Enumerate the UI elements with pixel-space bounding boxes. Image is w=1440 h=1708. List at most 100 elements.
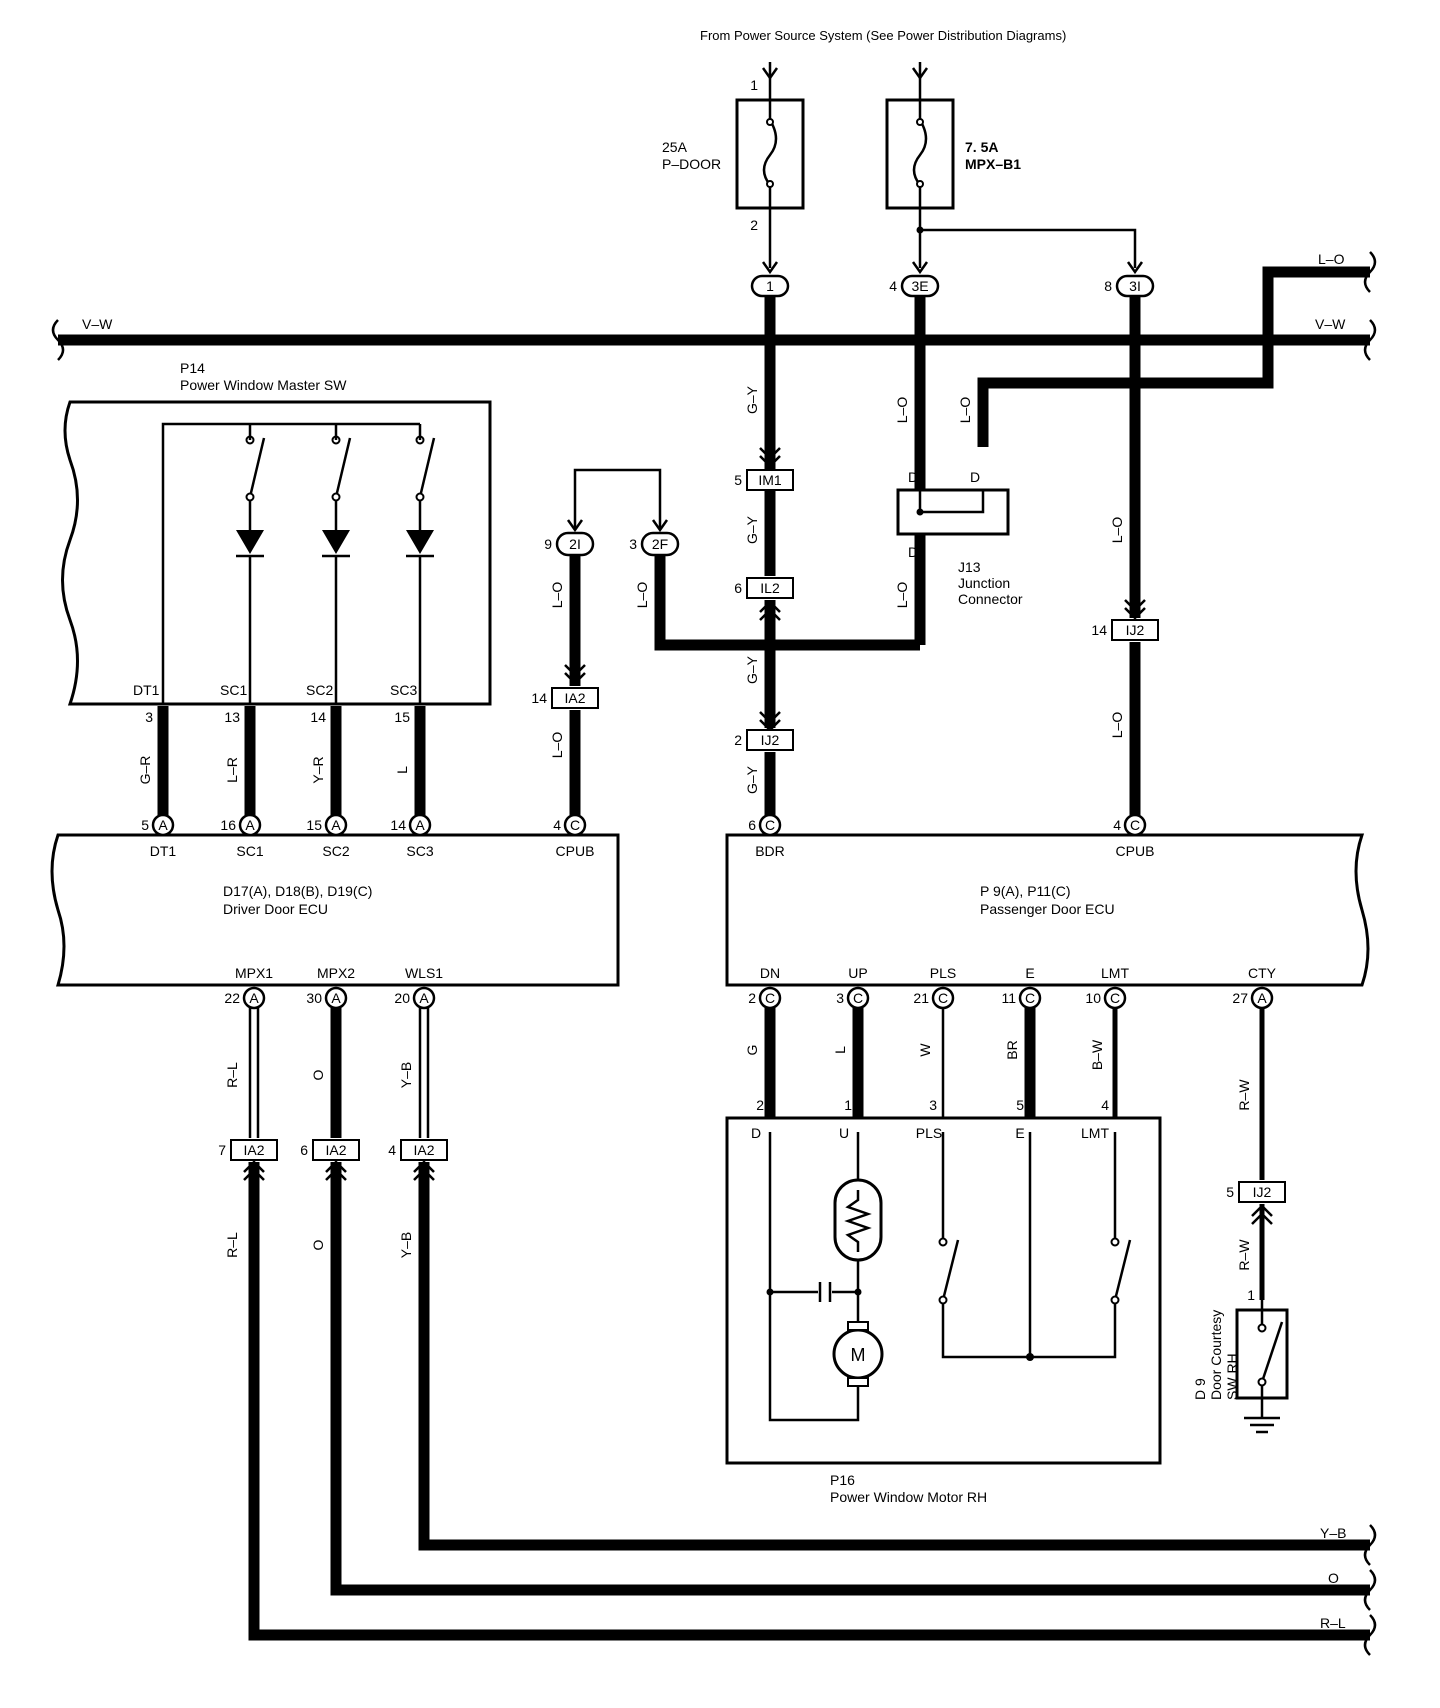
connector-ia2-b-pin: 6	[300, 1142, 308, 1158]
courtesy-line2: SW RH	[1224, 1353, 1240, 1400]
svg-text:A: A	[249, 990, 259, 1006]
svg-text:A: A	[245, 817, 255, 833]
driver-ecu-bottom-pin: 30	[306, 990, 322, 1006]
diode-icon	[322, 530, 350, 554]
wire-y-b-label: Y–B	[1320, 1525, 1346, 1541]
connector-ij2-right-pin: 14	[1091, 622, 1107, 638]
driver-door-ecu	[50, 833, 620, 987]
connector-ia2-c-pin: 4	[388, 1142, 396, 1158]
driver-ecu-bottom-badge: A	[324, 986, 348, 1010]
svg-text:C: C	[765, 990, 775, 1006]
wire-label-l_o: L–O	[894, 397, 910, 424]
fuse-mpx-b1: 7. 5A MPX–B1	[885, 62, 1144, 275]
driver-ecu-top-terminal: SC1	[236, 843, 263, 859]
wire-label-r_l: R–L	[224, 1232, 240, 1258]
junction-connector-j13: D D D J13 Junction Connector	[896, 469, 1023, 607]
wire-label-g_r: G–R	[137, 756, 153, 785]
wire-label-g_y: G–Y	[744, 765, 760, 794]
svg-text:A: A	[1257, 990, 1267, 1006]
driver-ecu-codes: D17(A), D18(B), D19(C)	[223, 883, 372, 899]
svg-text:C: C	[765, 817, 775, 833]
connector-ij2-right-label: IJ2	[1126, 622, 1145, 638]
driver-ecu-top-terminal: DT1	[150, 843, 177, 859]
connector-il2-label: IL2	[760, 580, 780, 596]
junction-pin-3i: 8	[1104, 278, 1112, 294]
motor-code: P16	[830, 1472, 855, 1488]
junction-pill-2i	[555, 531, 595, 557]
passenger-ecu-top-badge: C	[1123, 813, 1147, 837]
fuse-pin-in: 1	[750, 77, 758, 93]
passenger-ecu-top-terminal: CPUB	[1116, 843, 1155, 859]
fuse2-rating: 7. 5A	[965, 139, 998, 155]
connector-ij2-left-pin: 2	[734, 732, 742, 748]
master-sw-pin: 15	[394, 709, 410, 725]
wire-label-o: O	[310, 1069, 326, 1080]
motor-name: Power Window Motor RH	[830, 1489, 987, 1505]
svg-text:A: A	[331, 990, 341, 1006]
svg-text:A: A	[158, 817, 168, 833]
power-window-motor: M P16 Power Window Motor RH	[725, 1116, 1162, 1505]
junction-pill-2i-label: 2I	[569, 536, 581, 552]
junction-pin-2f: 3	[629, 536, 637, 552]
j13-pin-left: D	[908, 469, 918, 485]
connector-im1-label: IM1	[758, 472, 782, 488]
master-sw-pin: 13	[224, 709, 240, 725]
driver-ecu-bottom-terminal: MPX1	[235, 965, 273, 981]
motor-pin: 2	[756, 1097, 764, 1113]
wire-label-l_o: L–O	[894, 582, 910, 609]
wire-label-l_o: L–O	[957, 397, 973, 424]
passenger-ecu-bottom-badge: C	[931, 986, 955, 1010]
connector-ia2-top-label: IA2	[564, 690, 585, 706]
junction-pin-3e: 4	[889, 278, 897, 294]
passenger-ecu-codes: P 9(A), P11(C)	[980, 883, 1071, 899]
wire-label-l: L	[394, 766, 410, 774]
passenger-door-ecu	[725, 833, 1370, 987]
fuse2-name: MPX–B1	[965, 156, 1021, 172]
driver-ecu-top-terminal: SC2	[322, 843, 349, 859]
passenger-ecu-bottom-terminal: PLS	[930, 965, 956, 981]
courtesy-line1: Door Courtesy	[1208, 1310, 1224, 1400]
master-sw-terminal-sc3: SC3	[390, 682, 417, 698]
passenger-ecu-top-badge: C	[758, 813, 782, 837]
connector-ia2-c-label: IA2	[413, 1142, 434, 1158]
master-sw-terminal-sc2: SC2	[306, 682, 333, 698]
connector-ia2-a-label: IA2	[243, 1142, 264, 1158]
connector-ia2-a	[230, 1139, 278, 1161]
driver-ecu-bottom-badge: A	[242, 986, 266, 1010]
wire-label-w: W	[917, 1043, 933, 1057]
connector-ia2-c	[400, 1139, 448, 1161]
master-sw-terminal-sc1: SC1	[220, 682, 247, 698]
passenger-ecu-bottom-pin: 21	[913, 990, 929, 1006]
wire-label-y_r: Y–R	[310, 756, 326, 783]
wire-label-y_b: Y–B	[398, 1062, 414, 1088]
wire-label-br: BR	[1004, 1040, 1020, 1059]
fuse-name: P–DOOR	[662, 156, 721, 172]
j13-line1: Junction	[958, 575, 1010, 591]
wire-label-o: O	[310, 1239, 326, 1250]
junction-pill-3e-label: 3E	[911, 278, 928, 294]
driver-ecu-bottom-pin: 22	[224, 990, 240, 1006]
connector-ij2-cty	[1238, 1181, 1286, 1203]
driver-ecu-top-badge: C	[563, 813, 587, 837]
wire-o	[330, 1162, 1370, 1596]
fuse-rating: 25A	[662, 139, 688, 155]
wire-label-r_w: R–W	[1236, 1079, 1252, 1111]
svg-text:C: C	[1130, 817, 1140, 833]
driver-ecu-top-badge: A	[408, 813, 432, 837]
j13-pin-bottom: D	[908, 544, 918, 560]
wire-v-w-left-label: V–W	[82, 316, 113, 332]
passenger-ecu-bottom-pin: 3	[836, 990, 844, 1006]
wire-label-l_o: L–O	[549, 582, 565, 609]
diode-icon	[406, 530, 434, 554]
wire-label-l_o: L–O	[634, 582, 650, 609]
wire-label-b_w: B–W	[1089, 1039, 1105, 1070]
motor-pin: 5	[1016, 1097, 1024, 1113]
passenger-ecu-bottom-pin: 11	[1001, 990, 1016, 1006]
connector-ij2-cty-pin: 5	[1226, 1184, 1234, 1200]
motor-terminal: PLS	[916, 1125, 942, 1141]
driver-ecu-bottom-badge: A	[412, 986, 436, 1010]
courtesy-code: D 9	[1192, 1378, 1208, 1400]
connector-ij2-left	[746, 729, 794, 751]
connector-im1	[746, 469, 794, 491]
